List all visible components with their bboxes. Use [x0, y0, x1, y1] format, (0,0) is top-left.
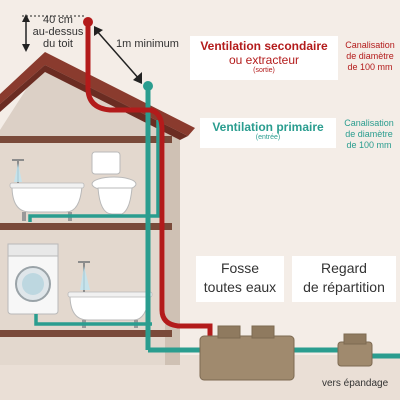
- distance-marker: [94, 26, 142, 84]
- height-marker: [22, 14, 84, 52]
- regard-label: Regard de répartition: [292, 256, 396, 302]
- secondary-spec-line3: de 100 mm: [347, 62, 393, 72]
- secondary-vent-title2: ou extracteur: [228, 53, 300, 67]
- secondary-ventilation-pipe: [85, 22, 213, 338]
- drain-label: vers épandage: [322, 378, 389, 389]
- distance-note: 1m minimum: [116, 38, 179, 50]
- primary-spec-line3: de 100 mm: [346, 140, 392, 150]
- regard-line1: Regard: [321, 260, 367, 276]
- fosse-line1: Fosse: [220, 260, 260, 276]
- upper-drain-pipe: [28, 120, 160, 222]
- primary-spec-line1: Canalisation: [344, 118, 394, 128]
- septic-tank: [199, 325, 295, 381]
- primary-spec-line2: de diamètre: [345, 129, 393, 139]
- secondary-vent-title1: Ventilation secondaire: [200, 39, 328, 53]
- secondary-vent-subtitle: (sortie): [253, 67, 275, 74]
- height-note: 40 cm au-dessus du toit: [30, 14, 86, 50]
- roof-underside: [0, 65, 188, 140]
- primary-vent-cap: [143, 81, 153, 91]
- secondary-vent-label: Ventilation secondaire ou extracteur (so…: [190, 36, 338, 80]
- primary-vent-title: Ventilation primaire: [212, 120, 324, 134]
- secondary-spec-line2: de diamètre: [346, 51, 394, 61]
- floor-ground: [0, 330, 172, 337]
- primary-vent-label: Ventilation primaire (entrée): [200, 118, 336, 148]
- height-note-line2: au-dessus: [32, 26, 84, 38]
- floor-attic: [0, 136, 172, 143]
- height-note-line3: du toit: [43, 38, 73, 50]
- bathtub-upper: [9, 159, 85, 221]
- fosse-label: Fosse toutes eaux: [196, 256, 284, 302]
- primary-vent-subtitle: (entrée): [255, 134, 281, 141]
- outer-wall: [165, 120, 180, 365]
- lower-drain-pipe: [34, 314, 152, 326]
- regard-line2: de répartition: [303, 279, 385, 295]
- secondary-spec-line1: Canalisation: [345, 40, 395, 50]
- distribution-box: [337, 333, 373, 367]
- floor-upper: [0, 223, 172, 230]
- toilet: [91, 151, 137, 215]
- primary-vent-spec: Canalisation de diamètre de 100 mm: [340, 118, 398, 151]
- secondary-vent-spec: Canalisation de diamètre de 100 mm: [342, 40, 398, 73]
- fosse-line2: toutes eaux: [203, 279, 277, 295]
- height-note-line1: 40 cm: [43, 14, 73, 26]
- secondary-vent-cap: [83, 17, 93, 27]
- washing-machine: [7, 243, 59, 315]
